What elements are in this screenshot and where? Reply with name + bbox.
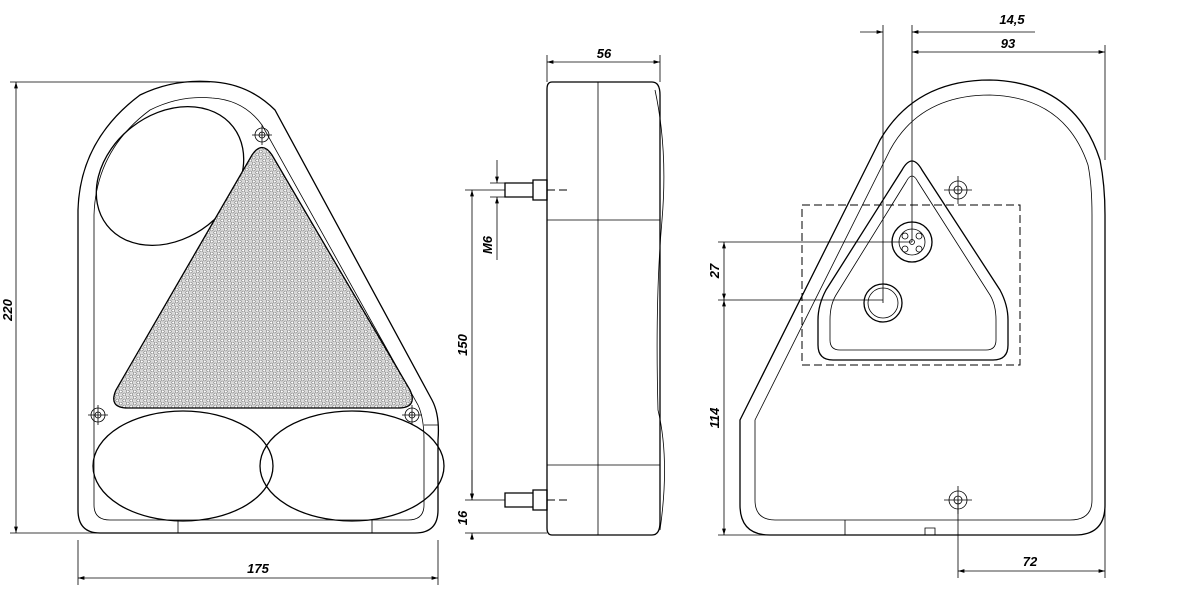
- reflector-triangle: [113, 146, 413, 409]
- connector-hole-label: 27: [707, 263, 722, 279]
- front-view: [10, 80, 445, 585]
- center-offset-label: 93: [1001, 36, 1016, 51]
- screw-icon: [944, 176, 972, 204]
- screw-icon: [402, 405, 422, 425]
- depth-dimension-label: 56: [597, 46, 612, 61]
- screw-offset-label: 72: [1023, 554, 1038, 569]
- height-dimension-label: 220: [0, 298, 15, 321]
- width-dimension-label: 175: [247, 561, 269, 576]
- screw-icon: [88, 405, 108, 425]
- hole-height-label: 114: [707, 407, 722, 428]
- stud-offset-label: 16: [455, 510, 470, 525]
- stud-spacing-label: 150: [455, 333, 470, 355]
- thread-label: M6: [480, 235, 495, 254]
- rear-view: [718, 25, 1106, 578]
- connector-offset-label: 14,5: [999, 12, 1025, 27]
- screw-icon: [252, 125, 272, 145]
- side-view: [465, 55, 665, 540]
